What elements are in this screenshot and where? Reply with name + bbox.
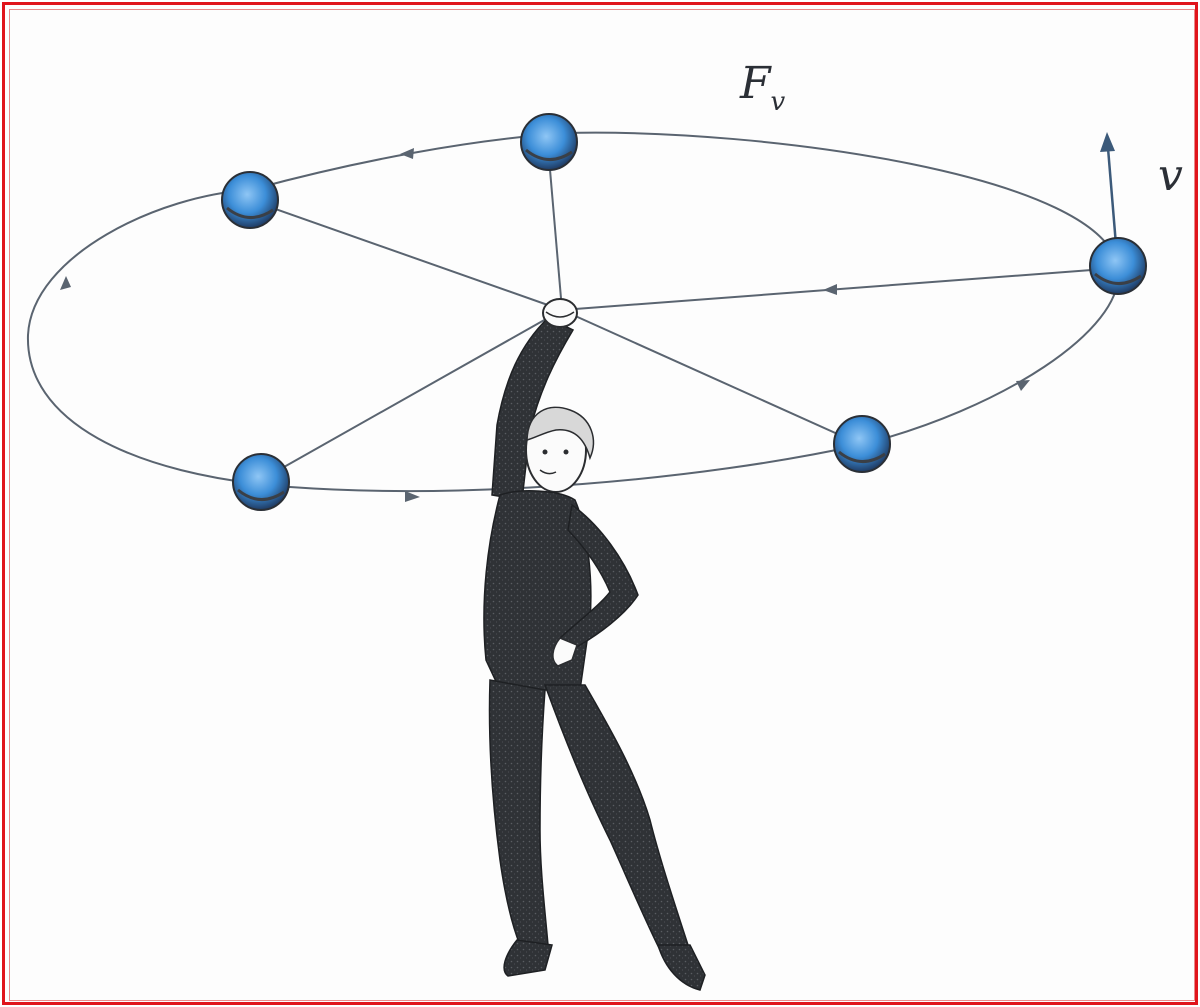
ball-icon [222,172,278,228]
velocity-arrow [1100,132,1116,245]
velocity-label: v [1158,150,1183,201]
ball-icon [834,416,890,472]
person-figure [484,318,705,990]
ball-icon [521,114,577,170]
force-label: Fv [739,58,786,117]
ball-icon [233,454,289,510]
strings [250,158,1118,480]
balls [222,114,1146,510]
hand-icon [543,299,577,327]
ball-icon [1090,238,1146,294]
